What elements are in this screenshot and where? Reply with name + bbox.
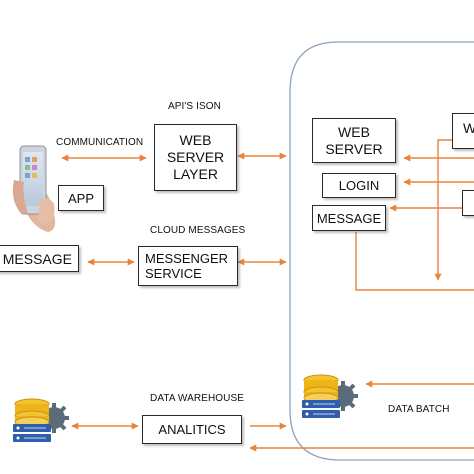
communication-label: COMMUNICATION <box>56 137 144 148</box>
apis-json-label: API'S ISON <box>168 101 221 112</box>
web-server-layer-box: WEB SERVER LAYER <box>154 124 237 191</box>
cloud-boundary <box>289 41 474 461</box>
web-server-box: WEB SERVER <box>312 118 396 163</box>
connector-message-bottom <box>355 232 474 291</box>
messenger-service-box: MESSENGER SERVICE <box>138 246 238 286</box>
data-warehouse-label: DATA WAREHOUSE <box>150 393 245 404</box>
message-box-right: MESSAGE <box>312 205 386 231</box>
login-box: LOGIN <box>322 173 396 198</box>
cloud-messages-label: CLOUD MESSAGES <box>150 225 246 236</box>
message-box-left: MESSAGE <box>0 245 79 272</box>
database-server-gear-icon <box>302 374 358 418</box>
analitics-box: ANALITICS <box>142 415 242 444</box>
smartphone-in-hand-icon <box>12 145 56 232</box>
data-batch-label: DATA BATCH <box>388 404 450 415</box>
clipped-right-box-lower <box>462 190 474 216</box>
database-server-gear-icon <box>13 398 69 442</box>
clipped-right-box: W <box>452 113 474 149</box>
app-box: APP <box>58 185 104 211</box>
